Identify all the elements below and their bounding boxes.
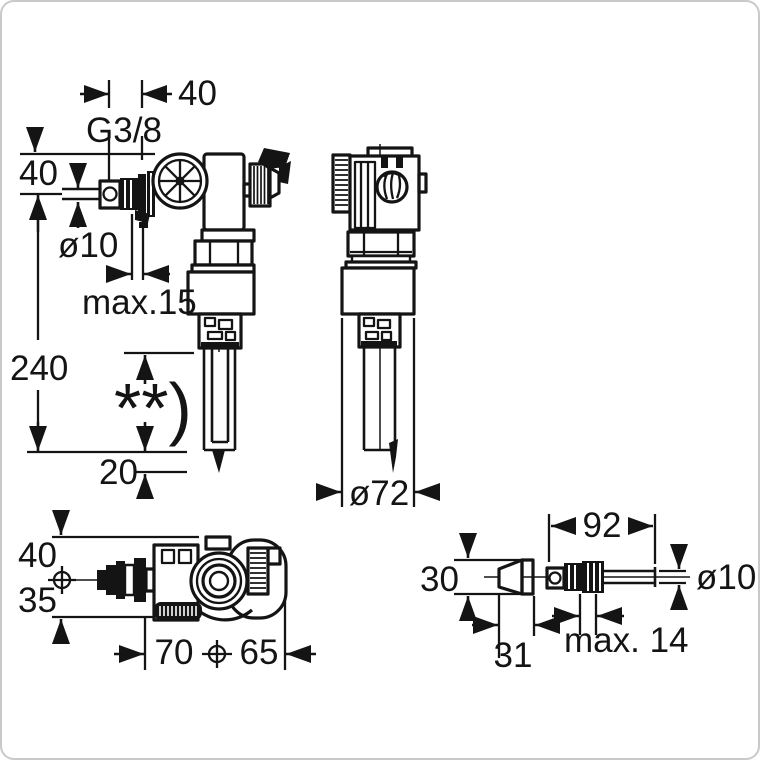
union-ring [138,174,146,214]
pattern-bricks [203,316,237,342]
top-view [97,535,288,622]
inlet-pipe [62,187,100,201]
dimension-labels: 40 G3/8 40 ø10 max.15 240 **) 20 ø72 40 … [10,74,756,675]
label-rear-spacing: 65 [240,633,279,672]
outlet-tube [202,348,237,452]
valve-cylinder [186,270,256,316]
pattern-bricks-side [362,316,393,342]
cylinder-side [340,266,416,316]
handwheel [151,152,209,210]
knob-top [246,546,270,596]
label-max-wall: max.15 [82,283,197,322]
inner-column [353,160,377,230]
label-tip-length: 20 [99,453,138,492]
dimension-arrows [26,85,688,663]
knurl-strip [154,602,202,620]
inlet-pipe-view [497,558,657,596]
hex-nut [193,239,254,267]
thread-section [120,178,138,210]
extension-lines [20,80,686,670]
side-knob [331,153,352,214]
side-tab-2 [417,172,428,194]
label-top-view-height: 40 [18,536,57,575]
centerline-symbol-bottom [202,640,232,668]
nut-ribbed [564,563,582,591]
knob-cap [269,166,281,200]
thin-pipe [604,567,657,587]
label-total-height: 240 [10,349,68,388]
flange [200,228,256,243]
label-top-width: 40 [178,74,217,113]
tube-tip [212,450,225,473]
seal-cone [497,558,524,596]
label-footnote-marker: **) [114,369,192,447]
label-inlet-length: 92 [583,506,622,545]
label-left-offset: 40 [19,154,58,193]
valve-body [202,152,246,232]
inlet-bore [102,186,118,202]
label-front-spacing: 70 [155,633,194,672]
side-view [331,146,428,473]
label-top-view-depth: 35 [18,581,57,620]
label-cone-width: 30 [420,560,459,599]
knob-tab [266,546,282,566]
label-inlet-diameter: ø10 [696,558,756,597]
drain-clip [135,210,150,223]
centerline-symbol-left [48,566,76,594]
label-pipe-diameter: ø10 [58,226,118,265]
front-view [62,148,291,473]
label-cone-length: 31 [494,636,533,675]
lever-clip [258,148,290,169]
label-body-diameter: ø72 [349,474,409,513]
tube-tip-side [389,439,398,473]
adjuster-knob [248,162,272,208]
top-block [204,535,232,551]
label-max-panel: max. 14 [564,621,689,660]
outlet-tube-side [362,347,397,452]
label-thread-size: G3/8 [86,111,162,150]
